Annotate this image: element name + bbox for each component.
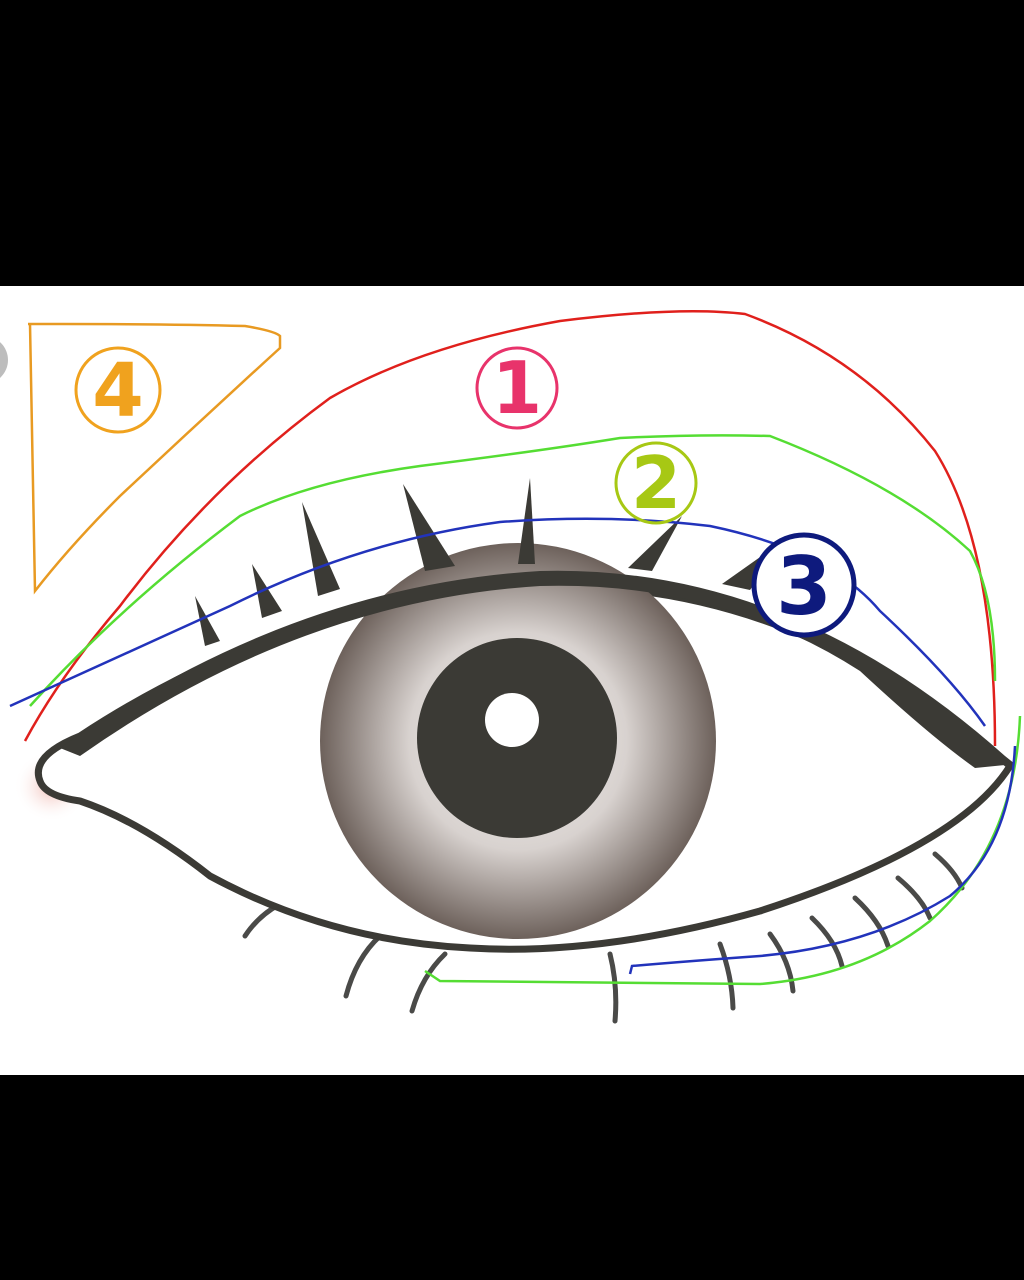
svg-text:3: 3 [776, 540, 832, 633]
svg-text:2: 2 [631, 441, 681, 525]
letterbox-top [0, 0, 1024, 286]
zone-2-label: 2 [614, 441, 698, 525]
zone-2-outline-upper [29, 434, 997, 707]
zone-3-outline-upper [9, 517, 987, 727]
upper-lashes [195, 478, 790, 646]
zone-1-outline [23, 309, 997, 747]
eye-diagram-svg: 1 2 3 4 [0, 309, 1022, 1024]
zone-4-outline [28, 322, 282, 595]
pupil-highlight [485, 693, 539, 747]
eye-diagram: 1 2 3 4 [0, 286, 1024, 1075]
svg-text:4: 4 [92, 348, 144, 434]
zone-4-label: 4 [74, 346, 162, 434]
zone-3-outline-lower [628, 745, 1017, 975]
lower-lashes [242, 851, 965, 1024]
letterbox-bottom [0, 1075, 1024, 1280]
edge-circle [0, 342, 8, 378]
svg-text:1: 1 [492, 346, 542, 430]
zone-3-label: 3 [751, 532, 857, 638]
zone-1-label: 1 [475, 346, 559, 430]
